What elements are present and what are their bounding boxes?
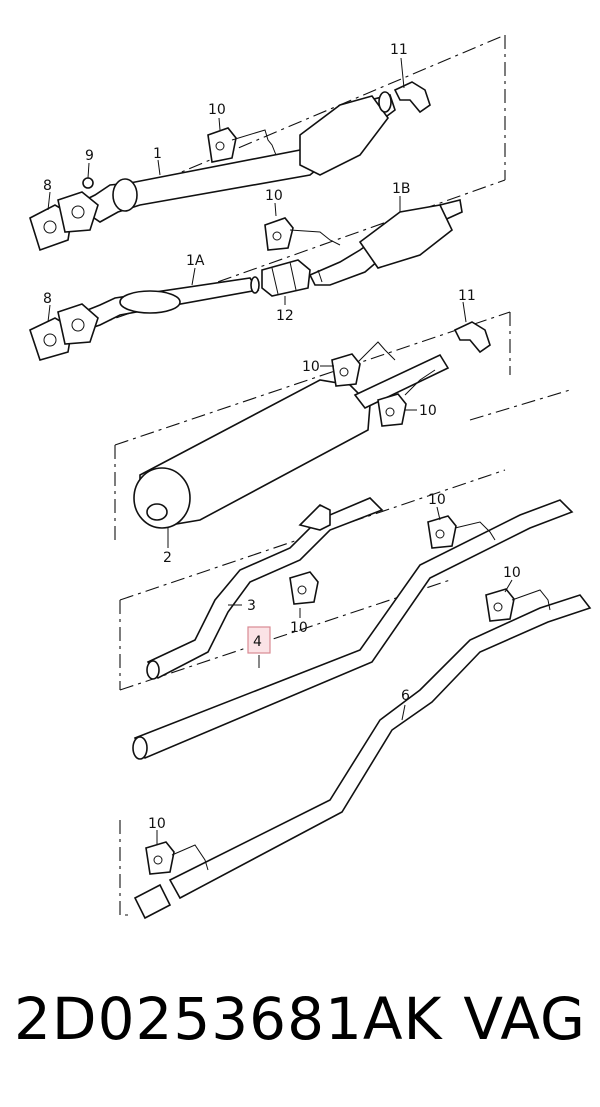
callout-10-a: 10 xyxy=(208,102,226,118)
callout-3: 3 xyxy=(247,598,256,614)
callout-11-upper: 11 xyxy=(390,42,408,58)
part-8-flange-upper[interactable] xyxy=(57,191,99,233)
callout-10-f: 10 xyxy=(428,492,446,508)
callout-11-lower: 11 xyxy=(458,288,476,304)
part-6-pipe[interactable] xyxy=(133,594,592,920)
part-10-hanger-b[interactable] xyxy=(264,217,341,251)
part-10-hanger-h[interactable] xyxy=(145,841,209,875)
callout-1: 1 xyxy=(153,146,162,162)
callout-10-b: 10 xyxy=(265,188,283,204)
callout-10-c: 10 xyxy=(302,359,320,375)
part-1-front-pipe[interactable] xyxy=(73,91,396,223)
part-hanger-bracket-3[interactable] xyxy=(298,504,331,531)
callout-1b: 1B xyxy=(392,181,411,197)
callout-10-d: 10 xyxy=(419,403,437,419)
exhaust-system-diagram: 11 10 1 9 8 10 1B 1A 8 12 11 10 10 10 2 … xyxy=(29,34,592,920)
callout-10-h: 10 xyxy=(148,816,166,832)
brand-name: VAG xyxy=(463,985,586,1053)
part-11-clamp-lower[interactable] xyxy=(453,321,491,354)
callout-1a: 1A xyxy=(186,253,205,269)
callout-12: 12 xyxy=(276,308,294,324)
part-4-pipe[interactable] xyxy=(132,499,574,760)
callout-10-g: 10 xyxy=(503,565,521,581)
callout-8-upper: 8 xyxy=(43,178,52,194)
part-3-pipe[interactable] xyxy=(146,497,384,680)
part-10-hanger-d[interactable] xyxy=(377,369,436,427)
part-10-hanger-g[interactable] xyxy=(485,588,551,622)
callout-9: 9 xyxy=(85,148,94,164)
part-12-clamp[interactable] xyxy=(261,259,311,297)
part-8-flange-lower[interactable] xyxy=(57,303,99,345)
part-number: 2D0253681AK xyxy=(14,985,443,1053)
frame-lines xyxy=(39,34,571,916)
part-11-clamp-upper[interactable] xyxy=(393,81,431,114)
callout-6: 6 xyxy=(401,688,410,704)
leader-lines xyxy=(47,57,513,845)
caption-bar: 2D0253681AK VAG xyxy=(0,985,600,1075)
callout-4-highlight[interactable] xyxy=(247,626,271,654)
part-2-middle-muffler[interactable] xyxy=(133,353,450,529)
part-1a-front-pipe[interactable] xyxy=(73,276,260,331)
callout-10-e: 10 xyxy=(290,620,308,636)
part-10-hanger-a[interactable] xyxy=(207,127,277,163)
part-10-hanger-c[interactable] xyxy=(331,341,396,387)
callout-4: 4 xyxy=(253,634,262,650)
part-1b-converter[interactable] xyxy=(308,199,463,286)
part-9-nut[interactable] xyxy=(82,177,94,189)
part-10-hanger-f[interactable] xyxy=(427,515,496,549)
callout-2: 2 xyxy=(163,550,172,566)
part-10-hanger-e[interactable] xyxy=(289,571,319,605)
callout-8-lower: 8 xyxy=(43,291,52,307)
